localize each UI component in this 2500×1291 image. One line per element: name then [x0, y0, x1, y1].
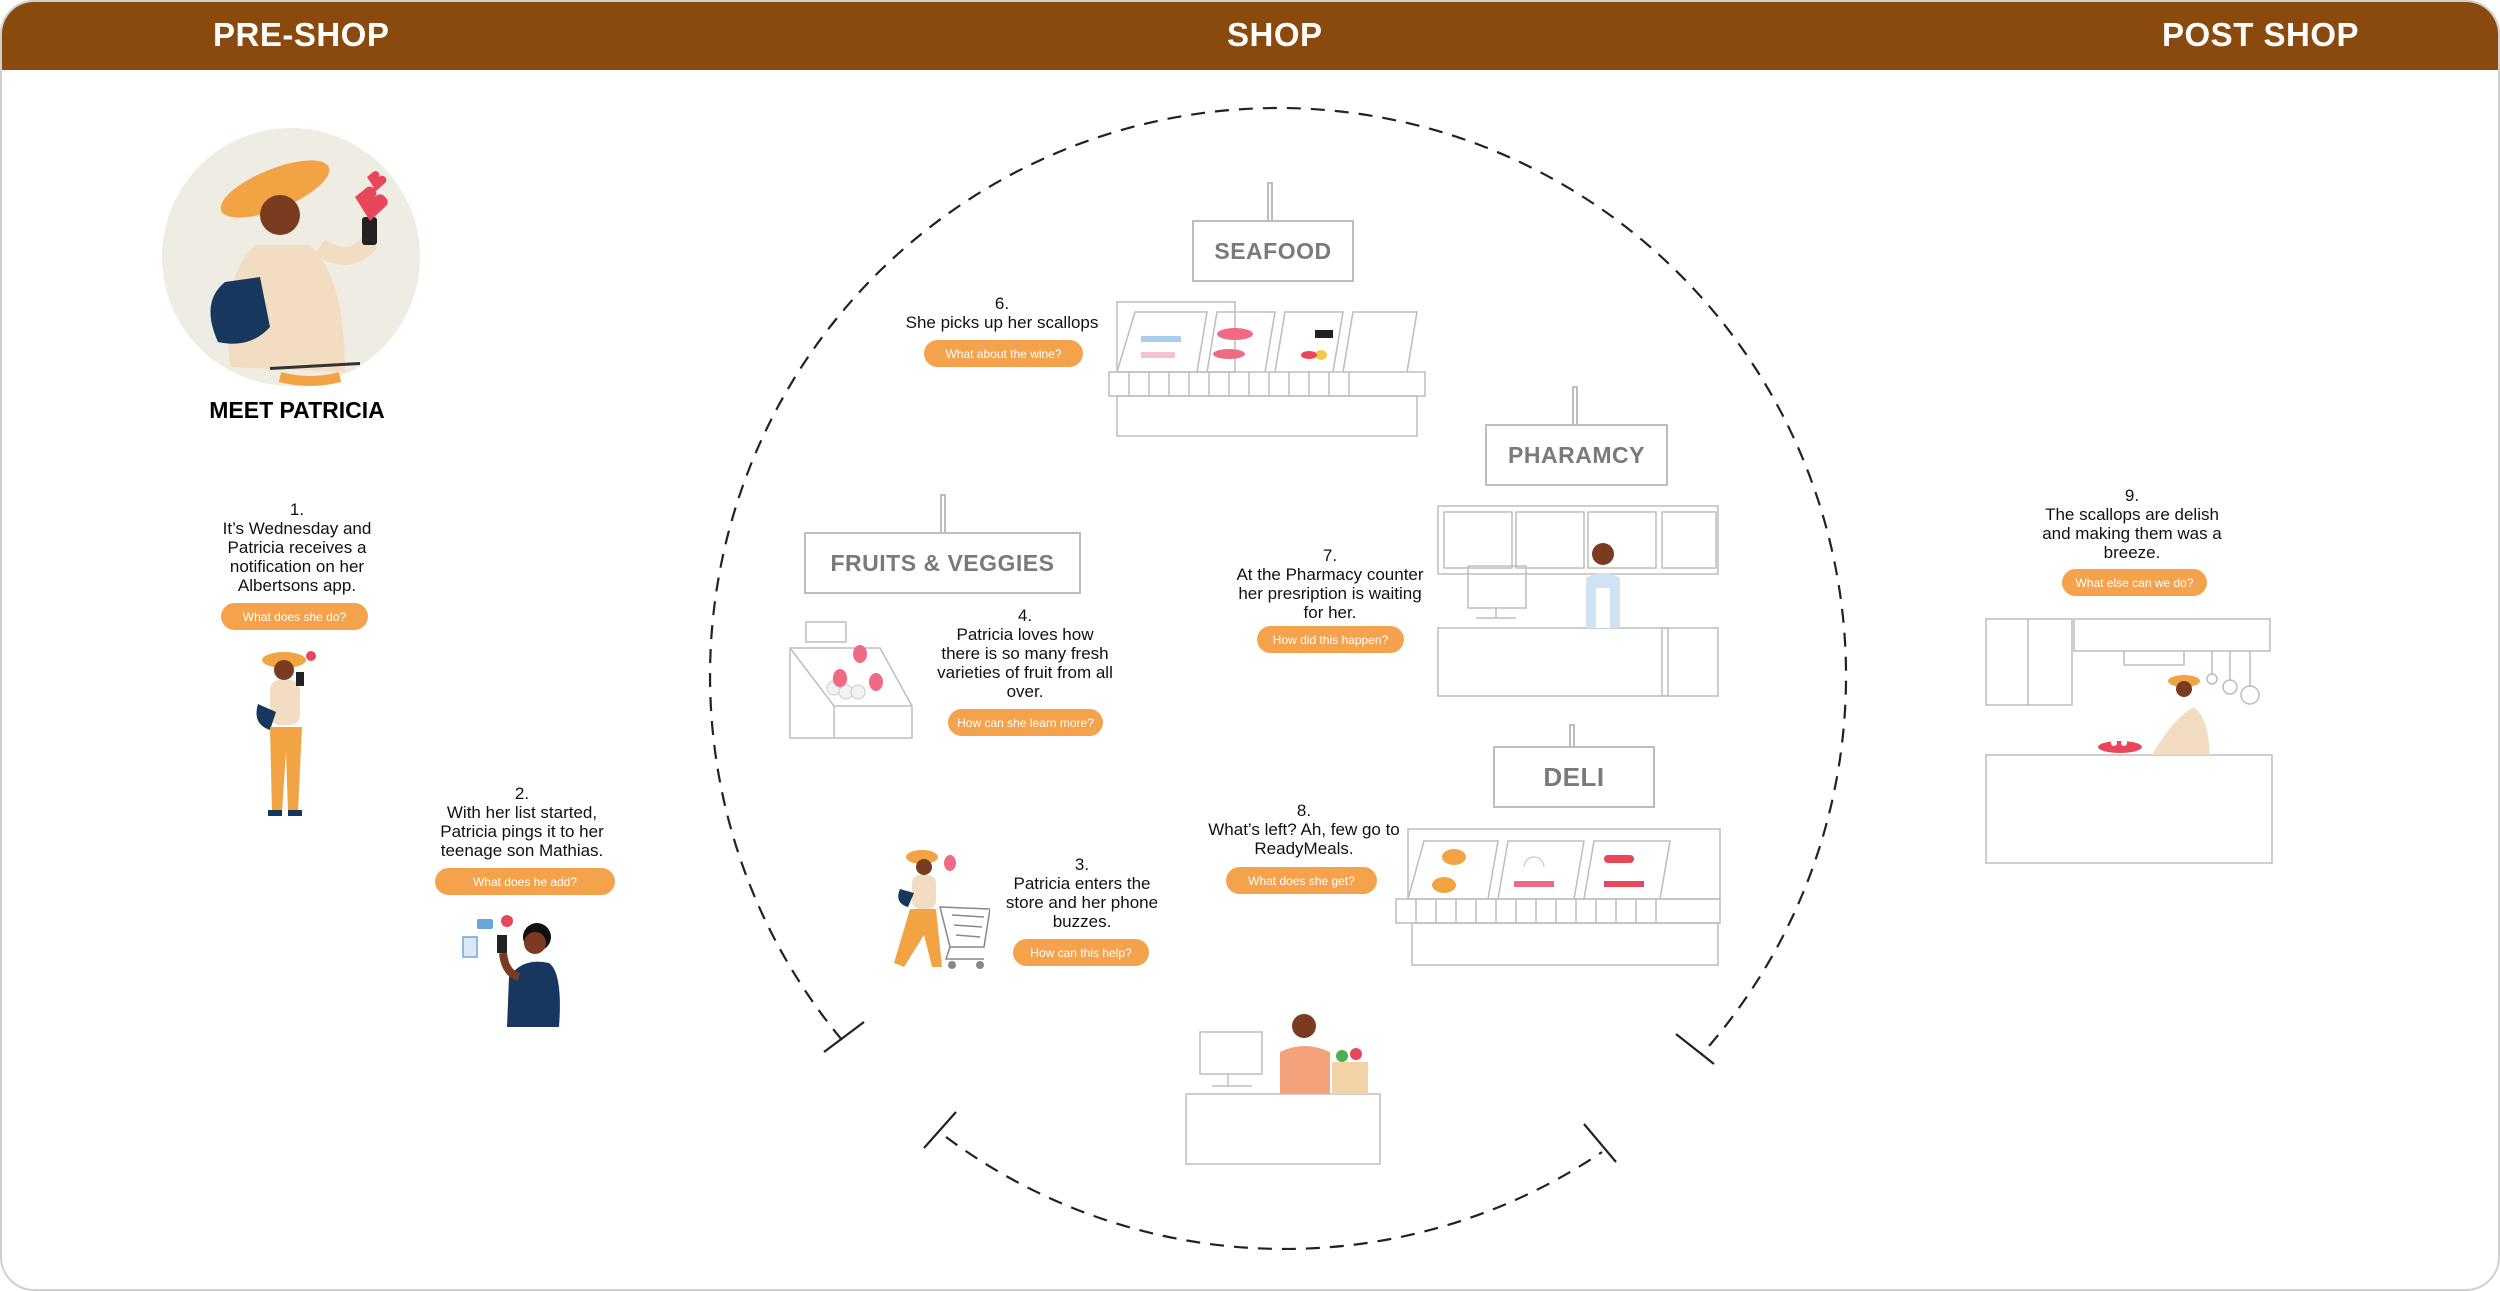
step-3-button[interactable]: How can this help? — [1013, 939, 1149, 966]
step-9-text: 9. The scallops are delish and making th… — [2032, 486, 2232, 562]
step-7-description: At the Pharmacy counter her presription … — [1236, 565, 1423, 622]
step-4-number: 4. — [935, 606, 1115, 625]
step-1-text: 1. It’s Wednesday and Patricia receives … — [207, 500, 387, 595]
step-3-description: Patricia enters the store and her phone … — [1006, 874, 1158, 931]
step-6-button[interactable]: What about the wine? — [924, 340, 1083, 367]
step-1-button[interactable]: What does she do? — [221, 603, 368, 630]
step-2-text: 2. With her list started, Patricia pings… — [422, 784, 622, 860]
seafood-sign: SEAFOOD — [1192, 220, 1354, 282]
step-8-number: 8. — [1194, 801, 1414, 820]
step-8-description: What’s left? Ah, few go to ReadyMeals. — [1208, 820, 1400, 858]
step-2-number: 2. — [422, 784, 622, 803]
seafood-sign-pole — [1267, 182, 1273, 222]
step-4-button[interactable]: How can she learn more? — [948, 709, 1103, 736]
fruits-veggies-sign: FRUITS & VEGGIES — [804, 532, 1081, 594]
patricia-cart-figure — [880, 847, 990, 977]
step-2-description: With her list started, Patricia pings it… — [440, 803, 603, 860]
pharmacy-sign: PHARAMCY — [1485, 424, 1668, 486]
pharmacy-counter — [1436, 504, 1721, 697]
step-1-number: 1. — [207, 500, 387, 519]
step-6-number: 6. — [882, 294, 1122, 313]
step-2-button[interactable]: What does he add? — [435, 868, 615, 895]
seafood-counter — [1107, 300, 1427, 438]
pharmacy-sign-pole — [1572, 386, 1578, 426]
step-9-description: The scallops are delish and making them … — [2042, 505, 2222, 562]
fruit-stand — [788, 620, 916, 740]
step-3-number: 3. — [1002, 855, 1162, 874]
step-3-text: 3. Patricia enters the store and her pho… — [1002, 855, 1162, 931]
step-4-description: Patricia loves how there is so many fres… — [937, 625, 1113, 701]
step-6-text: 6. She picks up her scallops — [882, 294, 1122, 332]
step-7-button[interactable]: How did this happen? — [1257, 626, 1404, 653]
persona-title: MEET PATRICIA — [182, 397, 412, 424]
deli-counter — [1394, 827, 1722, 967]
step-9-button[interactable]: What else can we do? — [2062, 569, 2207, 596]
step-1-description: It’s Wednesday and Patricia receives a n… — [223, 519, 372, 595]
step-8-text: 8. What’s left? Ah, few go to ReadyMeals… — [1194, 801, 1414, 858]
step-7-text: 7. At the Pharmacy counter her presripti… — [1230, 546, 1430, 622]
checkout-counter — [1184, 1012, 1382, 1165]
home-kitchen — [1984, 617, 2274, 864]
deli-sign-pole — [1569, 724, 1575, 748]
mathias-figure — [457, 907, 567, 1027]
deli-sign: DELI — [1493, 746, 1655, 808]
patricia-avatar — [160, 127, 425, 397]
fruits-sign-pole — [940, 494, 946, 534]
step-8-button[interactable]: What does she get? — [1226, 867, 1377, 894]
step-6-description: She picks up her scallops — [906, 313, 1099, 332]
step-4-text: 4. Patricia loves how there is so many f… — [935, 606, 1115, 701]
step-9-number: 9. — [2032, 486, 2232, 505]
patricia-phone-figure — [246, 642, 326, 832]
step-7-number: 7. — [1230, 546, 1430, 565]
